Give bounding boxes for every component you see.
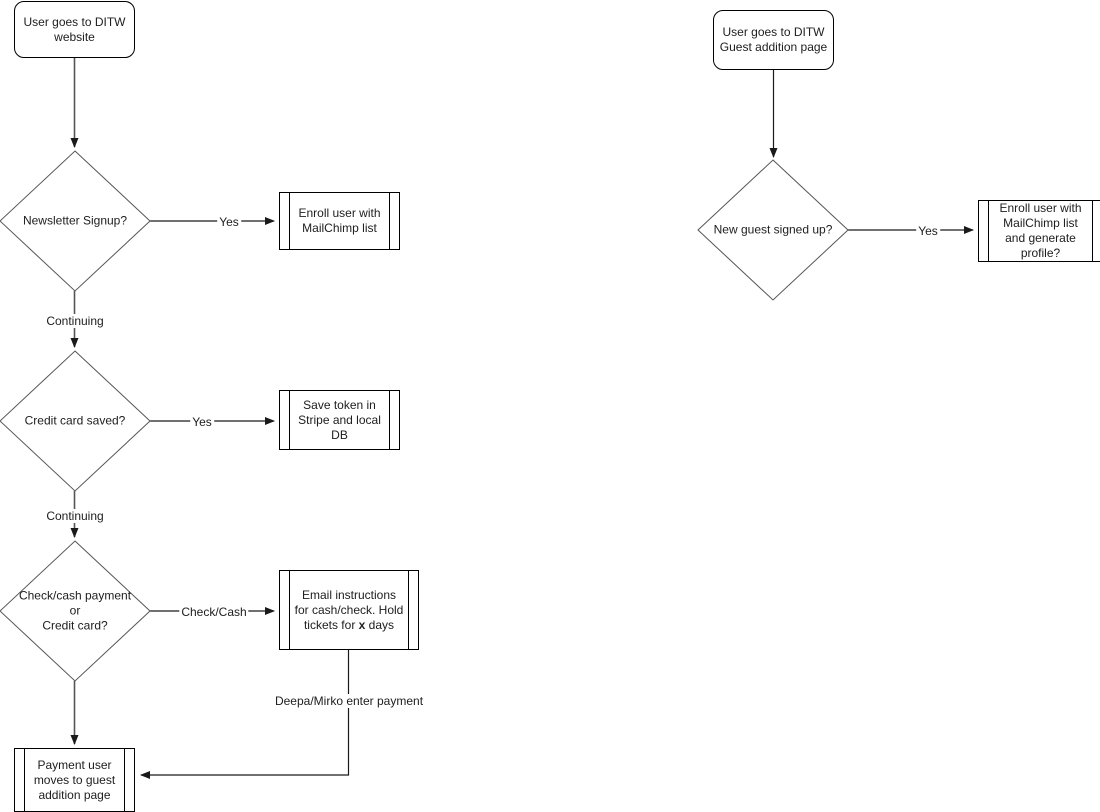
- edge-label-check-cash: Check/Cash: [179, 605, 249, 619]
- edge-email-to-paymentuser: [140, 650, 350, 779]
- email-hold-days-value: x: [358, 617, 366, 632]
- node-enroll-generate-profile[interactable]: Enroll user with MailChimp list and gene…: [978, 200, 1100, 262]
- node-start-guest-page-label: User goes to DITW Guest addition page: [719, 25, 828, 54]
- email-line-1: Email instructions: [301, 587, 397, 602]
- node-credit-card-saved[interactable]: Credit card saved?: [0, 350, 151, 492]
- node-start-website[interactable]: User goes to DITW website: [14, 1, 135, 58]
- node-payment-type[interactable]: Check/cash payment or Credit card?: [0, 540, 151, 682]
- edge-label-yes-creditcard: Yes: [190, 415, 214, 429]
- edge-label-yes-new-guest: Yes: [916, 224, 940, 238]
- node-enroll-mailchimp[interactable]: Enroll user with MailChimp list: [279, 192, 400, 250]
- edge-label-deepa-mirko: Deepa/Mirko enter payment: [272, 694, 426, 708]
- node-save-token-label: Save token in Stripe and local DB: [298, 397, 381, 442]
- node-save-token[interactable]: Save token in Stripe and local DB: [279, 390, 400, 450]
- node-enroll-mailchimp-label: Enroll user with MailChimp list: [298, 206, 381, 235]
- node-new-guest-signed-up[interactable]: New guest signed up?: [697, 159, 849, 301]
- node-payment-user-moves-label: Payment user moves to guest addition pag…: [33, 757, 116, 802]
- email-line-2: for cash/check. Hold: [294, 602, 404, 617]
- edge-label-yes-newsletter: Yes: [217, 215, 241, 229]
- node-newsletter-signup[interactable]: Newsletter Signup?: [0, 150, 151, 292]
- node-start-website-label: User goes to DITW website: [23, 14, 126, 44]
- email-line-3b: days: [365, 617, 395, 632]
- node-payment-user-moves[interactable]: Payment user moves to guest addition pag…: [14, 748, 135, 812]
- edge-label-continuing-1: Continuing: [44, 314, 106, 328]
- node-enroll-generate-profile-label: Enroll user with MailChimp list and gene…: [999, 201, 1082, 260]
- edge-label-continuing-2: Continuing: [44, 509, 106, 523]
- email-line-3a: tickets for: [303, 617, 359, 632]
- node-start-guest-page[interactable]: User goes to DITW Guest addition page: [713, 10, 834, 70]
